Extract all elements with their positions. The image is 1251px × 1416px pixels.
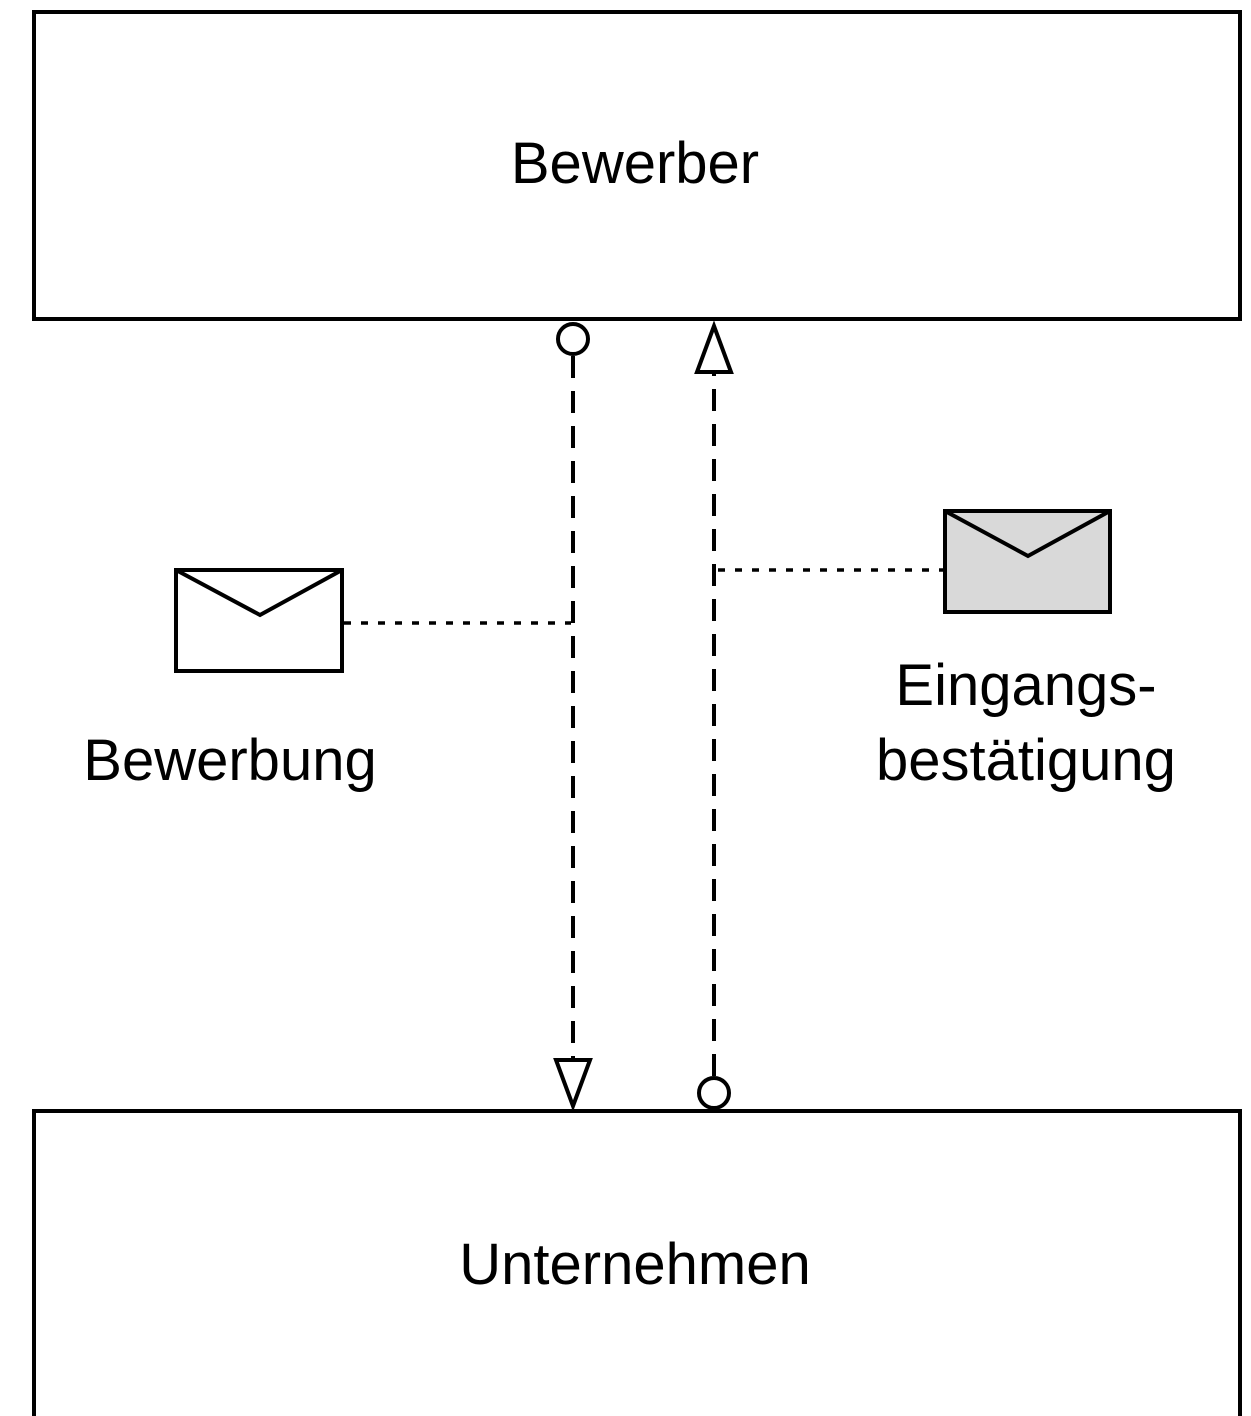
flow-arrowhead xyxy=(694,320,734,374)
pool-bewerber: Bewerber xyxy=(32,10,1242,321)
pool-bewerber-label: Bewerber xyxy=(511,131,759,196)
message-eingangsbestaetigung-label-line2: bestätigung xyxy=(876,728,1176,793)
pool-unternehmen: Unternehmen xyxy=(32,1109,1242,1416)
pool-unternehmen-box xyxy=(32,1109,1242,1416)
message-eingangsbestaetigung-label-line1: Eingangs- xyxy=(895,653,1156,718)
message-bewerbung: Bewerbung xyxy=(83,568,571,793)
message-flow-eingangsbestaetigung xyxy=(694,320,734,1110)
message-eingangsbestaetigung: Eingangs- bestätigung xyxy=(718,509,1176,793)
message-bewerbung-label: Bewerbung xyxy=(83,728,376,793)
message-flow-bewerbung xyxy=(553,322,593,1112)
pool-bewerber-box xyxy=(32,10,1242,321)
flow-start-circle xyxy=(556,322,590,356)
envelope-flap xyxy=(944,509,1111,559)
flow-start-circle xyxy=(697,1076,731,1110)
flow-arrowhead xyxy=(553,1058,593,1112)
envelope-flap xyxy=(175,568,343,618)
pool-unternehmen-label: Unternehmen xyxy=(459,1232,810,1297)
